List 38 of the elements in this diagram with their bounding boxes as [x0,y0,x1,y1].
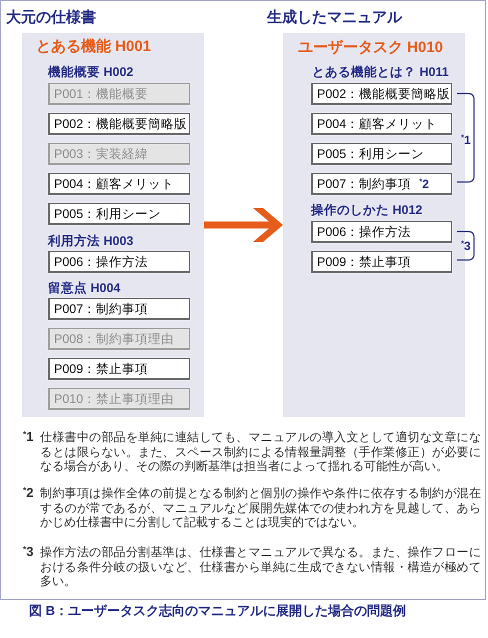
section-heading: 留意点 H004 [48,281,120,296]
part-box: P002：機能概要簡略版 [311,83,452,105]
section-heading: 操作のしかた H012 [311,203,422,218]
panel-heading: ユーザータスク H010 [298,39,444,57]
footnote-mark: $^{*}$1 [461,133,471,147]
column-heading: 生成したマニュアル [267,9,402,27]
part-box: P002：機能概要簡略版 [48,113,190,135]
footnote-mark: $^{*}$3 [23,545,34,560]
inactive-part-box: P010：禁止事項理由 [48,388,190,410]
footnote-mark: $^{*}$2 [419,177,429,191]
part-box: P009：禁止事項 [48,358,190,380]
document-panel [22,33,204,417]
inactive-part-box: P003：実装経緯 [48,143,190,165]
panel-heading: とある機能 H001 [36,38,152,56]
footnote-mark: $^{*}$3 [461,239,471,253]
part-box: P005：利用シーン [311,143,452,165]
footnote-text: 制約事項は操作全体の前提となる制約と個別の操作や条件に依存する制約が混在するのが常であるが、マニュアルなど展開先媒体での使われ方を見越して、あらかじめ仕様書中に分割して記載することは現実的ではない。 [40,486,481,530]
part-box: P004：顧客メリット [48,173,190,195]
part-box: P006：操作方法 [311,221,452,243]
footnote-mark: $^{*}$2 [23,486,34,500]
part-box: P005：利用シーン [48,203,190,225]
part-box: P007：制約事項 [48,298,190,320]
part-box: P006：操作方法 [48,251,190,273]
footnote-text: 仕様書中の部品を単純に連結しても、マニュアルの導入文として適切な文章になるとは限らない。また、スペース制約による情報量調整（手作業修正）が必要になる場合があり、その際の判断基準は担当者によって揺れる可能性が高い。 [40,430,481,474]
inactive-part-box: P001：機能概要 [48,83,190,105]
document-panel [283,33,465,417]
footnote-mark: $^{*}$1 [23,430,34,444]
column-heading: 大元の仕様書 [6,9,96,27]
figure-caption: 図 B：ユーザータスク志向のマニュアルに展開した場合の問題例 [29,603,406,619]
inactive-part-box: P008：制約事項理由 [48,328,190,350]
part-box: P009：禁止事項 [311,251,452,273]
part-box: P004：顧客メリット [311,113,452,135]
section-heading: とある機能とは？ H011 [312,65,449,80]
part-label: P007：制約事項 [317,177,412,191]
footnote-text: 操作方法の部品分割基準は、仕様書とマニュアルで異なる。また、操作フローにおける条件分岐の扱いなど、仕様書から単純に生成できない情報・構造が極めて多い。 [40,545,481,588]
section-heading: 機能概要 H002 [48,65,134,80]
part-box [311,173,452,195]
section-heading: 利用方法 H003 [48,234,134,249]
